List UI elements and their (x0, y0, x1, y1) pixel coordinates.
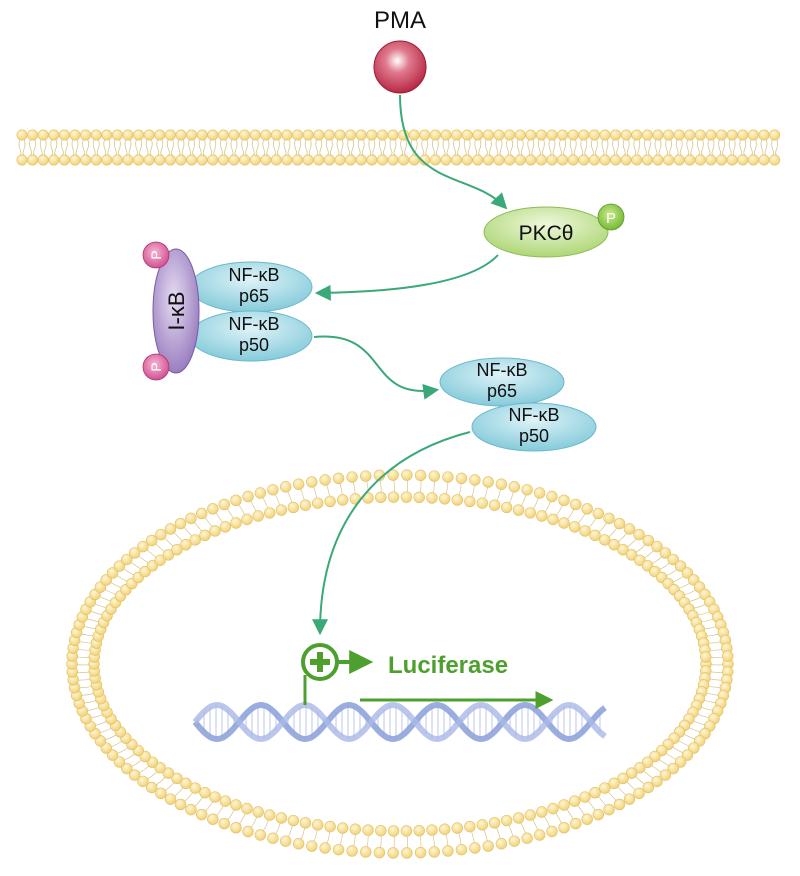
p50-label: p50 (519, 426, 549, 446)
luciferase-label: Luciferase (388, 652, 508, 679)
p50-label: p50 (239, 335, 269, 355)
enhancer-plus-icon (301, 643, 339, 681)
pkc-phospho-group: P (597, 203, 625, 231)
p65-label: p65 (487, 381, 517, 401)
pkc-theta: PKCθ P (483, 203, 625, 258)
p65-label: p65 (239, 286, 269, 306)
pma-label: PMA (374, 7, 426, 34)
nfkb-p65-bound: NF-κB p65 (189, 261, 313, 313)
free-nfkb-dimer: NF-κB p65 NF-κB p50 (439, 357, 597, 452)
arrow-pma-to-pkc (399, 94, 508, 210)
ikb-protein: I-κB (152, 248, 200, 374)
ikb-nfkb-complex: NF-κB p65 NF-κB p50 I-κB P P (142, 241, 313, 381)
nfkb-label: NF-κB (477, 360, 528, 380)
nuclear-membrane (66, 469, 734, 859)
dna-helix (192, 701, 607, 743)
nfkb-p50-free: NF-κB p50 (471, 402, 597, 452)
nfkb-p65-free: NF-κB p65 (439, 357, 565, 407)
nfkb-p50-bound: NF-κB p50 (189, 310, 313, 362)
arrow-pkc-to-complex (314, 254, 499, 301)
arrow-release-nfkb (313, 335, 440, 400)
nfkb-label: NF-κB (229, 265, 280, 285)
ikb-phospho-top: P (142, 241, 170, 269)
arrow-to-nucleus (312, 431, 471, 636)
plasma-membrane (16, 129, 781, 166)
luciferase-reporter: Luciferase (301, 643, 554, 709)
ikb-label: I-κB (164, 291, 189, 330)
phospho-label: P (148, 362, 164, 371)
pkc-label: PKCθ (519, 222, 574, 245)
phospho-label: P (148, 250, 164, 259)
nfkb-label: NF-κB (229, 314, 280, 334)
pkc-phospho-label: P (606, 210, 616, 227)
pma-molecule: PMA (373, 7, 427, 94)
nfkb-label: NF-κB (509, 405, 560, 425)
ikb-phospho-bottom: P (142, 353, 170, 381)
